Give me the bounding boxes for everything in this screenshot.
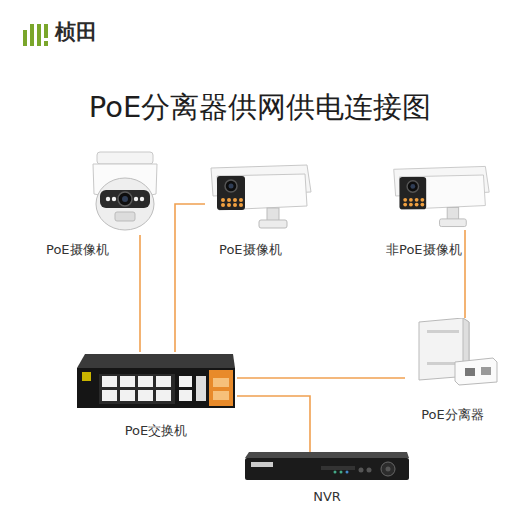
nvr-illustration [243, 452, 411, 482]
logo-text: 桢田 [55, 18, 97, 46]
device-label: PoE摄像机 [218, 241, 283, 259]
device-node: PoE交换机 [75, 352, 237, 410]
device-label: PoE分离器 [420, 406, 485, 424]
device-node: PoE分离器 [405, 318, 500, 386]
bullet-camera-illustration [388, 162, 493, 230]
device-node: NVR [243, 452, 411, 482]
device-label: NVR [312, 489, 342, 504]
device-label: PoE摄像机 [45, 241, 110, 259]
device-label: PoE交换机 [124, 422, 189, 440]
logo-icon [22, 20, 50, 48]
poe-switch-illustration [75, 352, 237, 410]
device-label: 非PoE摄像机 [385, 241, 463, 259]
network-cable [237, 378, 405, 379]
device-node: PoE摄像机 [85, 150, 165, 235]
network-cable [237, 396, 310, 452]
bullet-camera-illustration [205, 162, 315, 230]
network-cable [175, 204, 205, 352]
dome-camera-illustration [85, 150, 165, 235]
network-cable [140, 235, 141, 352]
network-cable [465, 230, 466, 318]
device-node: 非PoE摄像机 [388, 162, 493, 230]
diagram-title: PoE分离器供网供电连接图 [0, 88, 520, 128]
poe-splitter-illustration [405, 318, 500, 386]
device-node: PoE摄像机 [205, 162, 315, 230]
